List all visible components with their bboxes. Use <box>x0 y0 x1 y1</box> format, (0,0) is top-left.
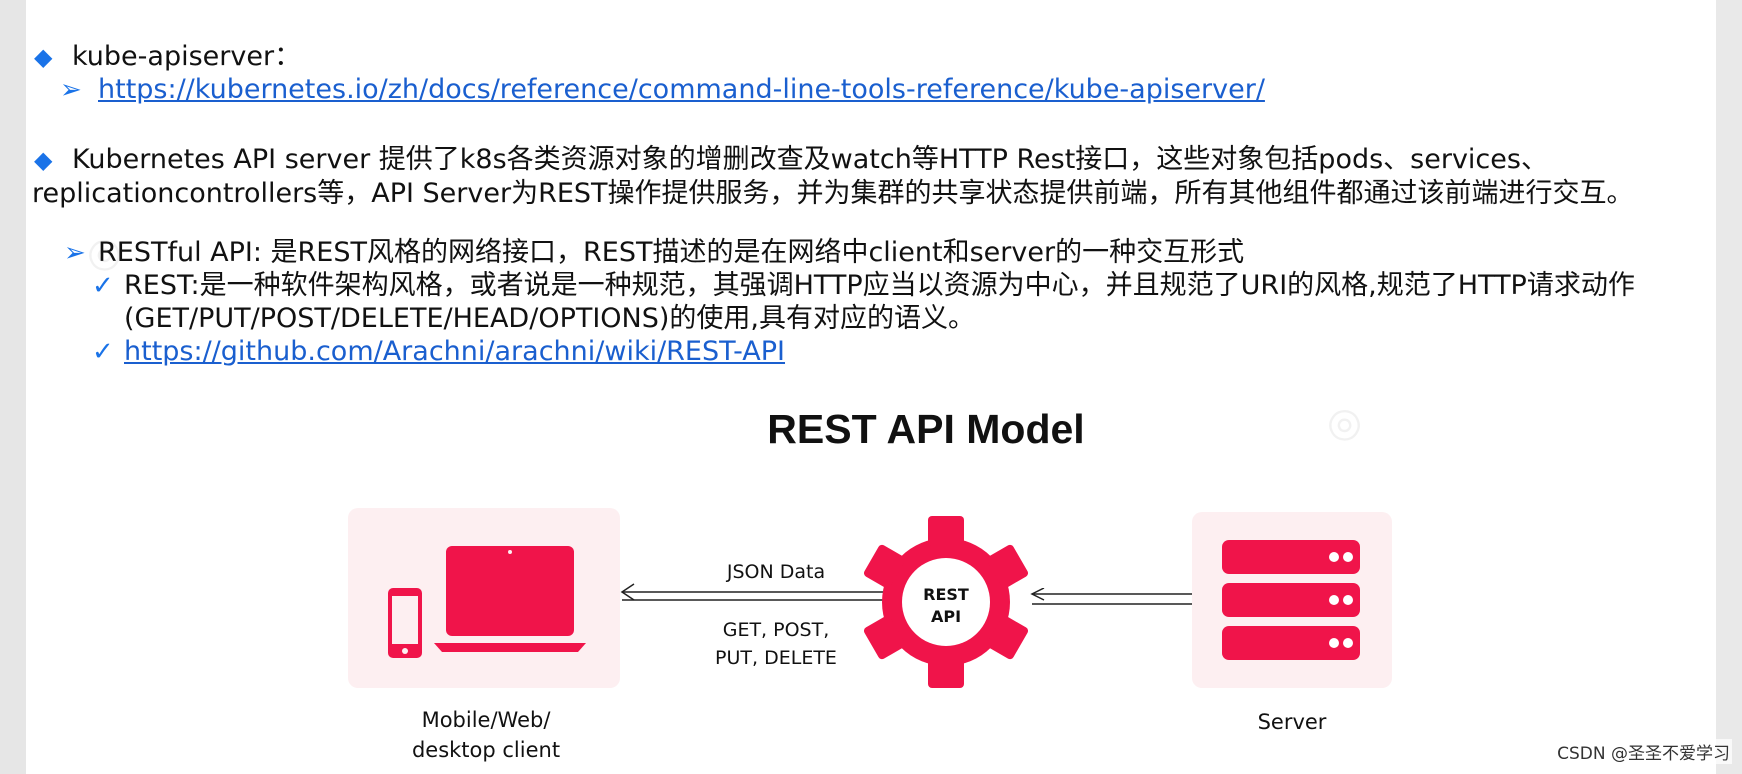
gear-label-line1: REST <box>923 585 969 604</box>
checkmark-icon: ✓ <box>92 337 114 367</box>
client-devices-icon <box>388 546 586 658</box>
section2-line2: replicationcontrollers等，API Server为REST操… <box>32 177 1634 211</box>
gear-label: REST API <box>906 584 986 628</box>
http-methods-line2: PUT, DELETE <box>715 647 837 669</box>
rest-api-gear-icon <box>863 516 1029 688</box>
rest-api-link-row: ✓ https://github.com/Arachni/arachni/wiki… <box>92 335 785 369</box>
kube-apiserver-doc-link[interactable]: https://kubernetes.io/zh/docs/reference/… <box>98 74 1265 105</box>
section1-link-row: ➢ https://kubernetes.io/zh/docs/reference… <box>60 73 1265 107</box>
csdn-credit: CSDN @圣圣不爱学习 <box>1555 739 1732 764</box>
rest-definition-text-line2: (GET/PUT/POST/DELETE/HEAD/OPTIONS)的使用,具有… <box>124 303 976 334</box>
rest-definition-line2: (GET/PUT/POST/DELETE/HEAD/OPTIONS)的使用,具有… <box>124 302 975 336</box>
server-box <box>1192 512 1392 688</box>
scrollbar-track[interactable] <box>1716 0 1742 774</box>
diagram-title: REST API Model <box>767 406 1085 452</box>
section2-line1: ◆ Kubernetes API server 提供了k8s各类资源对象的增删改查… <box>34 143 1548 177</box>
gear-label-line2: API <box>930 607 962 626</box>
client-label-line2: desktop client <box>411 738 561 762</box>
api-server-arrows <box>1030 588 1210 611</box>
client-label-line1: Mobile/Web/ <box>421 708 551 732</box>
server-label: Server <box>1257 710 1327 734</box>
section2-text-line1: Kubernetes API server 提供了k8s各类资源对象的增删改查及… <box>72 144 1548 175</box>
http-methods-label: GET, POST, PUT, DELETE <box>666 616 886 672</box>
rest-definition-text-line1: REST:是一种软件架构风格，或者说是一种规范，其强调HTTP应当以资源为中心，… <box>124 270 1635 301</box>
watermark-logo: ◎ <box>1317 394 1369 452</box>
client-box <box>348 508 620 688</box>
server-rack-icon <box>1222 540 1360 660</box>
section1-heading: ◆ kube-apiserver： <box>34 40 301 74</box>
json-data-label: JSON Data <box>726 561 826 583</box>
rest-definition-line1: ✓ REST:是一种软件架构风格，或者说是一种规范，其强调HTTP应当以资源为中心… <box>92 269 1635 303</box>
diamond-bullet-icon: ◆ <box>34 146 53 174</box>
diamond-bullet-icon: ◆ <box>34 43 53 71</box>
restful-api-text: RESTful API: 是REST风格的网络接口，REST描述的是在网络中cl… <box>98 237 1245 268</box>
arrow-bullet-icon: ➢ <box>60 75 82 105</box>
section1-title: kube-apiserver： <box>72 41 302 72</box>
http-methods-line1: GET, POST, <box>722 619 830 641</box>
section2-text-line2: replicationcontrollers等，API Server为REST操… <box>32 178 1634 209</box>
arachni-rest-api-link[interactable]: https://github.com/Arachni/arachni/wiki/… <box>124 336 786 367</box>
arrow-bullet-icon: ➢ <box>64 238 86 268</box>
client-label: Mobile/Web/ desktop client <box>376 705 596 765</box>
section3-heading: ➢ RESTful API: 是REST风格的网络接口，REST描述的是在网络中c… <box>64 236 1244 270</box>
checkmark-icon: ✓ <box>92 271 114 301</box>
slide: ◎ ◎ ◆kube-apiserver： ➢https://kubernetes… <box>26 0 1716 774</box>
